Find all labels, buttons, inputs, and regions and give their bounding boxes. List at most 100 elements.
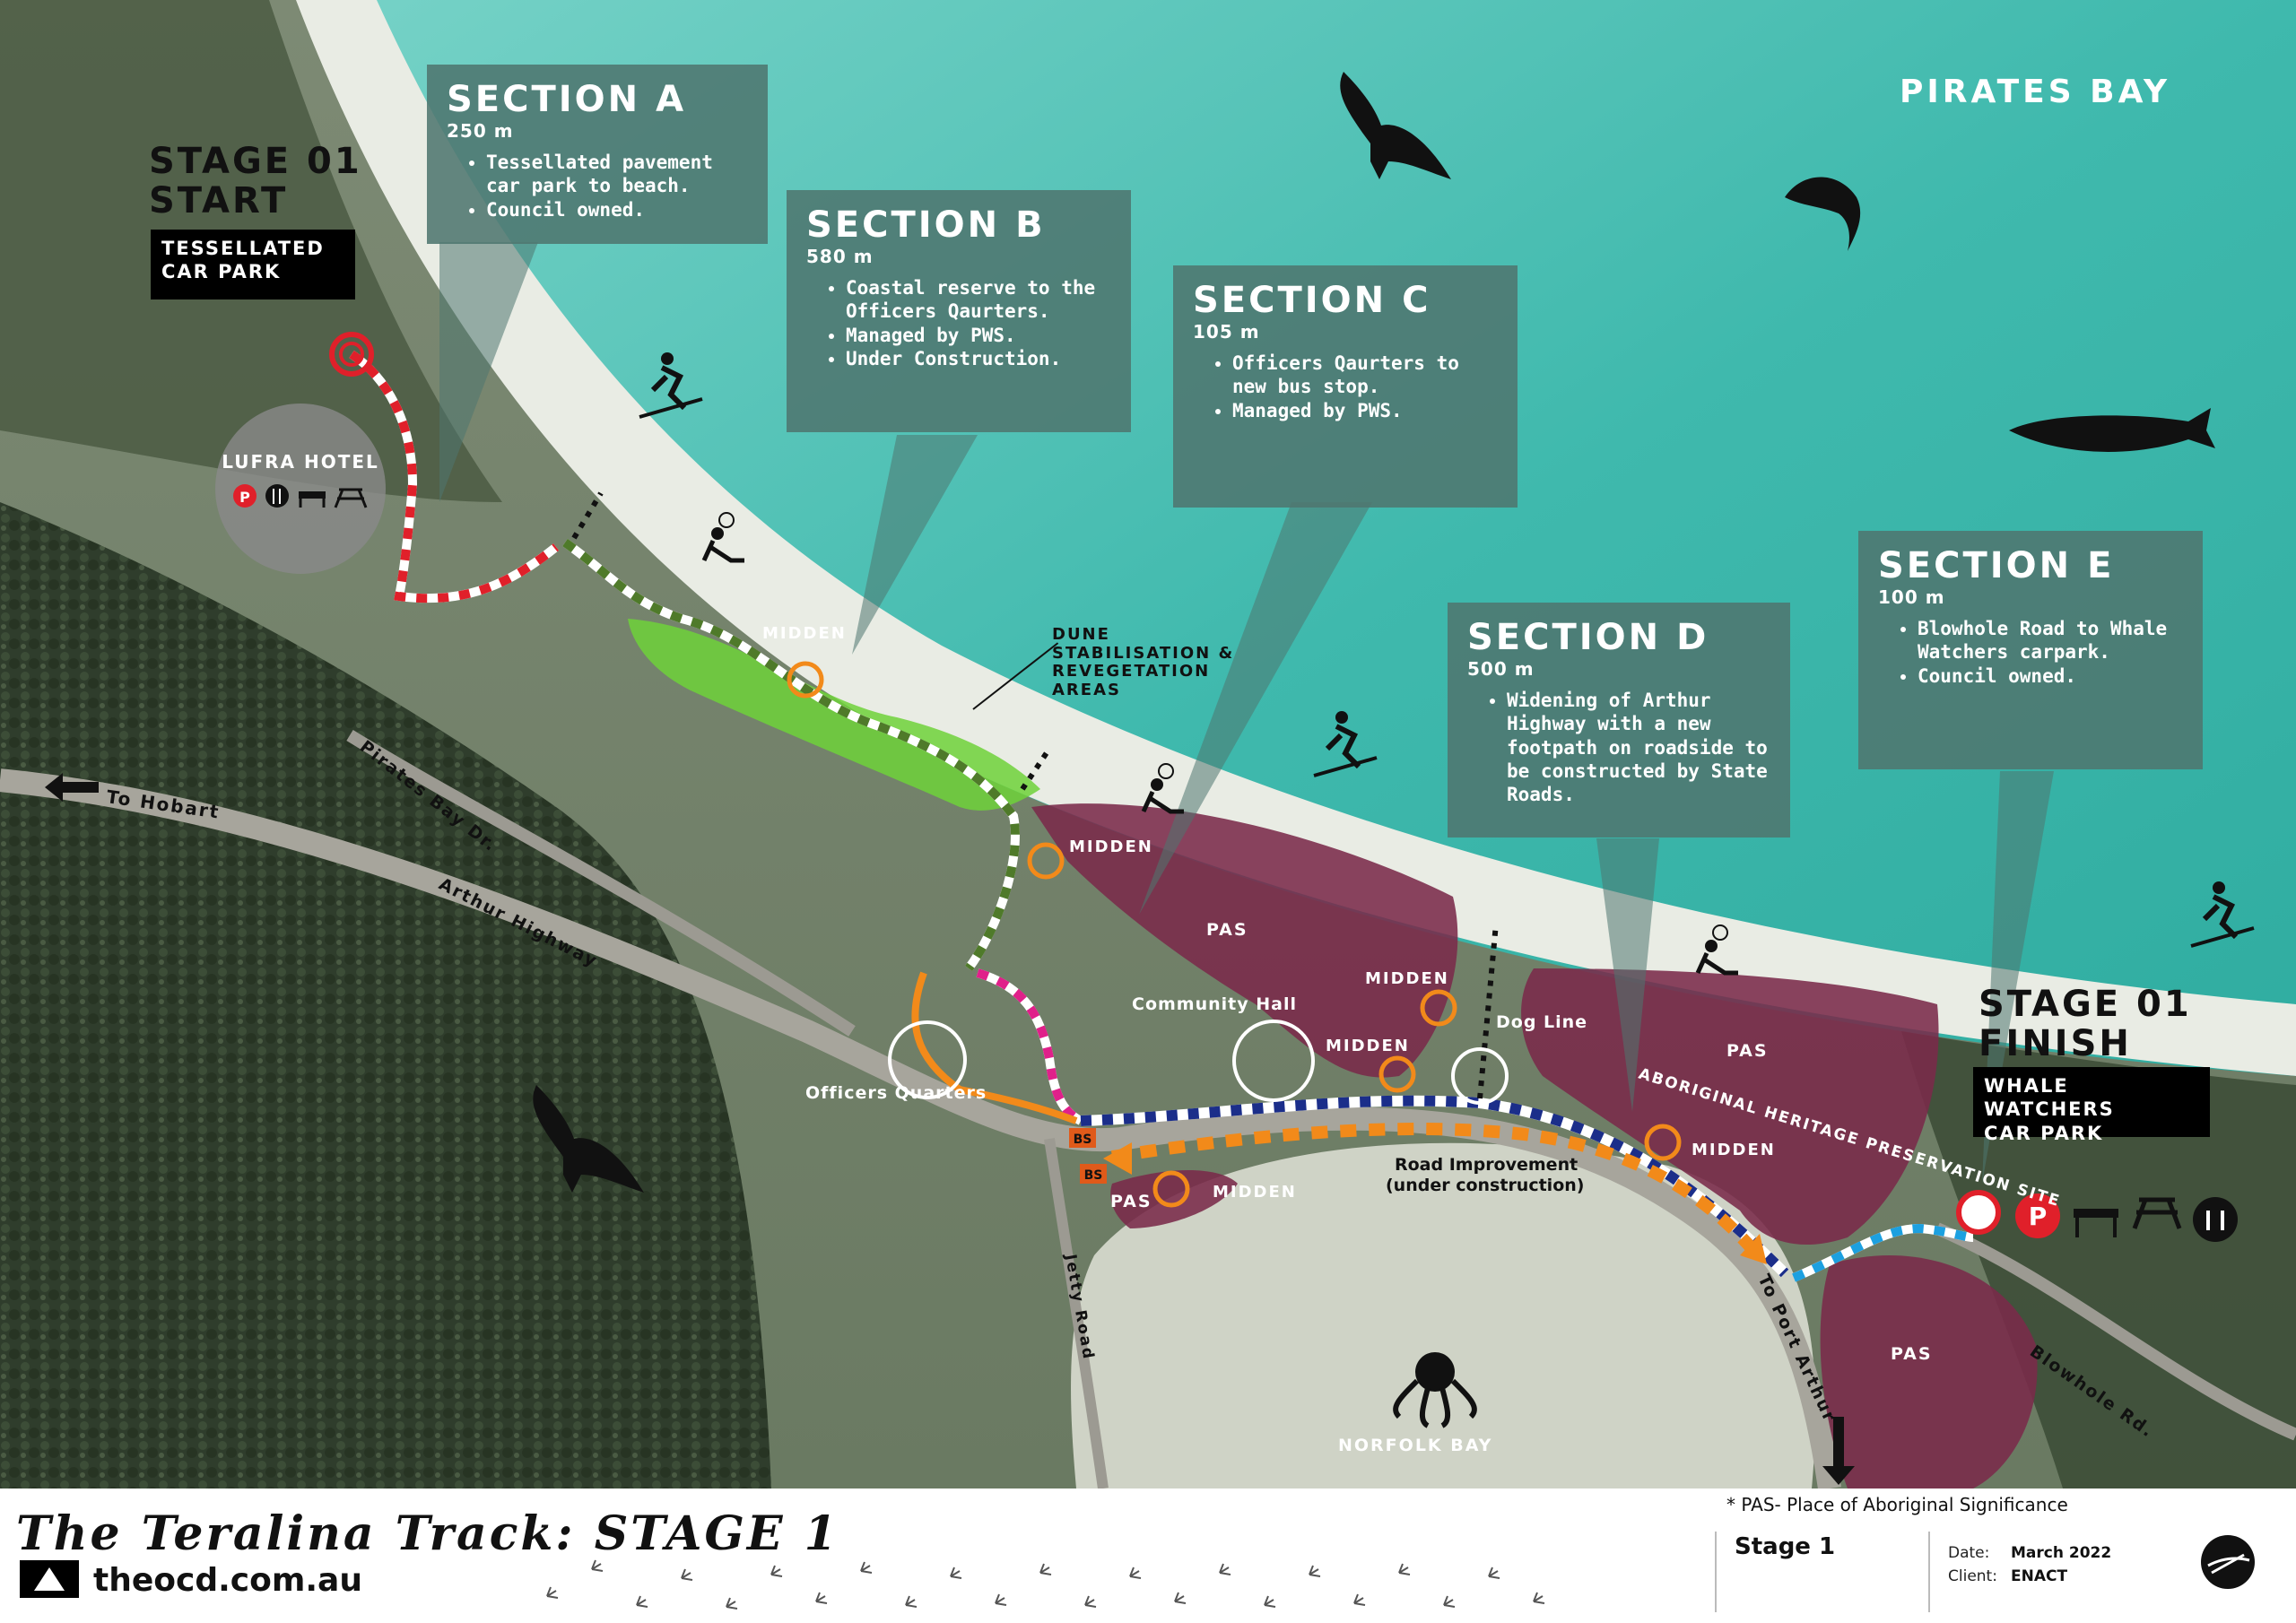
- road-improvement-label: Road Improvement: [1395, 1155, 1578, 1175]
- footer-divider: [1928, 1532, 1930, 1612]
- north-emblem-icon: [2201, 1535, 2255, 1589]
- midden-label: MIDDEN: [1365, 969, 1449, 988]
- section-b-title: SECTION B: [806, 204, 1046, 246]
- midden-label: MIDDEN: [1692, 1141, 1776, 1159]
- bus-stop-marker: [1080, 1164, 1107, 1184]
- sunbather-icon: [1695, 924, 1738, 976]
- beach-access-central: [1020, 747, 1052, 791]
- sunbather-icon: [1141, 763, 1184, 814]
- pas-label: PAS: [1891, 1344, 1933, 1364]
- section-b-distance: 580 m: [806, 246, 874, 267]
- road-improvement-line: [1110, 1123, 1763, 1260]
- arrow-to-hobart-icon: [45, 773, 99, 802]
- stage-start-line2: START: [149, 180, 289, 221]
- officers-quarters-connector: [911, 971, 1078, 1124]
- arthur-highway-road: [0, 768, 1841, 1488]
- pas-footnote: * PAS- Place of Aboriginal Significance: [1726, 1494, 2068, 1515]
- client-label: Client:: [1948, 1567, 1997, 1585]
- community-hall-circle: [1232, 1020, 1315, 1102]
- section-d-bullet: Widening of Arthur Highway with a new fo…: [1507, 689, 1770, 806]
- tessellated-car-park-tag: TESSELLATED CAR PARK: [151, 230, 355, 299]
- pas-label: PAS: [1206, 920, 1248, 940]
- section-c-distance: 105 m: [1193, 321, 1260, 343]
- finish-tag-line2: CAR PARK: [1984, 1122, 2104, 1144]
- dog-line-access: [1477, 923, 1499, 1099]
- pas-label: PAS: [1726, 1041, 1769, 1061]
- section-a-bullet: Tessellated pavement car park to beach.: [486, 151, 748, 198]
- norfolk-bay-label: NORFOLK BAY: [1338, 1436, 1492, 1455]
- whale-icon: [2009, 408, 2215, 452]
- section-e-bullet: Blowhole Road to Whale Watchers carpark.: [1918, 617, 2183, 664]
- pas-area-south: [1820, 1255, 2038, 1488]
- track-section-a-dash: [349, 350, 560, 603]
- pirates-bay-label: PIRATES BAY: [1900, 74, 2171, 110]
- picnic-table-icon: [2132, 1197, 2182, 1229]
- bus-stop-label: BS: [1084, 1168, 1103, 1183]
- sunbather-icon: [701, 512, 744, 563]
- section-e-bullet: Council owned.: [1918, 664, 2183, 688]
- section-e-title: SECTION E: [1878, 545, 2115, 586]
- section-d-callout: SECTION D 500 m Widening of Arthur Highw…: [1448, 603, 1790, 838]
- section-c-title: SECTION C: [1193, 280, 1431, 321]
- surfer-icon: [2190, 881, 2255, 948]
- pointer-section-c: [1139, 502, 1372, 915]
- pointer-section-b: [852, 435, 978, 655]
- picnic-table-icon: [334, 488, 368, 508]
- client-value: ENACT: [2011, 1567, 2068, 1585]
- parking-icon: [2015, 1193, 2060, 1238]
- footprints-decoration: [546, 1559, 1545, 1610]
- finish-tag-line1: WHALE WATCHERS: [1984, 1075, 2115, 1121]
- road-improvement-note: (under construction): [1386, 1176, 1584, 1195]
- eagle-icon: [1340, 72, 1451, 179]
- parking-icon: [233, 484, 257, 508]
- jetty-road: [1044, 1138, 1109, 1488]
- road-improvement-arrow-east: [1740, 1234, 1767, 1264]
- section-a-callout: SECTION A 250 m Tessellated pavement car…: [427, 65, 768, 244]
- midden-label: MIDDEN: [1213, 1183, 1297, 1202]
- stage-finish-line1: STAGE 01: [1979, 984, 2192, 1025]
- track-section-e-dash: [1792, 1223, 1974, 1282]
- section-a-distance: 250 m: [447, 120, 514, 142]
- section-c-callout: SECTION C 105 m Officers Qaurters to new…: [1173, 265, 1518, 508]
- community-hall-label: Community Hall: [1132, 994, 1297, 1014]
- surfer-icon: [639, 352, 703, 419]
- stage-label: Stage 1: [1735, 1533, 1836, 1560]
- start-marker: [329, 332, 374, 377]
- section-d-title: SECTION D: [1467, 617, 1709, 658]
- eagle-icon: [533, 1085, 644, 1193]
- date-label: Date:: [1948, 1544, 1990, 1562]
- midden-marker-2: [1027, 842, 1065, 880]
- svg-text:P: P: [2029, 1202, 2048, 1231]
- section-c-bullet: Officers Qaurters to new bus stop.: [1232, 352, 1498, 399]
- forest-area: [0, 502, 771, 1488]
- start-tag-line1: TESSELLATED: [161, 238, 325, 259]
- pirates-bay-drive-road: [346, 730, 856, 1037]
- pointer-section-d: [1596, 838, 1659, 1112]
- finish-marker: [1956, 1190, 2001, 1235]
- restaurant-icon: [265, 484, 289, 508]
- midden-marker-5: [1644, 1124, 1682, 1161]
- dog-line-circle: [1451, 1047, 1509, 1105]
- map-title: The Teralina Track: STAGE 1: [16, 1506, 839, 1561]
- midden-label: MIDDEN: [762, 624, 847, 643]
- start-tag-line2: CAR PARK: [161, 261, 282, 283]
- section-b-bullet: Coastal reserve to the Officers Qaurters…: [846, 276, 1111, 324]
- midden-label: MIDDEN: [1326, 1037, 1410, 1055]
- website-link[interactable]: theocd.com.au: [93, 1562, 362, 1599]
- road-improvement-arrow-west: [1103, 1142, 1132, 1175]
- bench-icon: [2074, 1209, 2118, 1237]
- ocd-logo-icon: [20, 1560, 79, 1598]
- midden-marker-6: [1152, 1170, 1190, 1208]
- dog-line-label: Dog Line: [1496, 1012, 1587, 1032]
- section-a-bullet: Council owned.: [486, 198, 748, 221]
- surfer-icon: [1313, 711, 1378, 777]
- title-block: The Teralina Track: STAGE 1 theocd.com.a…: [0, 1488, 2296, 1623]
- blowhole-road: [1935, 1222, 2296, 1441]
- stage-start-line1: STAGE 01: [149, 141, 362, 182]
- footer-divider: [1715, 1532, 1717, 1612]
- whale-watchers-car-park-tag: WHALE WATCHERS CAR PARK: [1973, 1067, 2210, 1144]
- lufra-hotel-label: LUFRA HOTEL: [222, 451, 379, 473]
- toilets-icon: [2193, 1197, 2238, 1242]
- octopus-icon: [1393, 1352, 1477, 1428]
